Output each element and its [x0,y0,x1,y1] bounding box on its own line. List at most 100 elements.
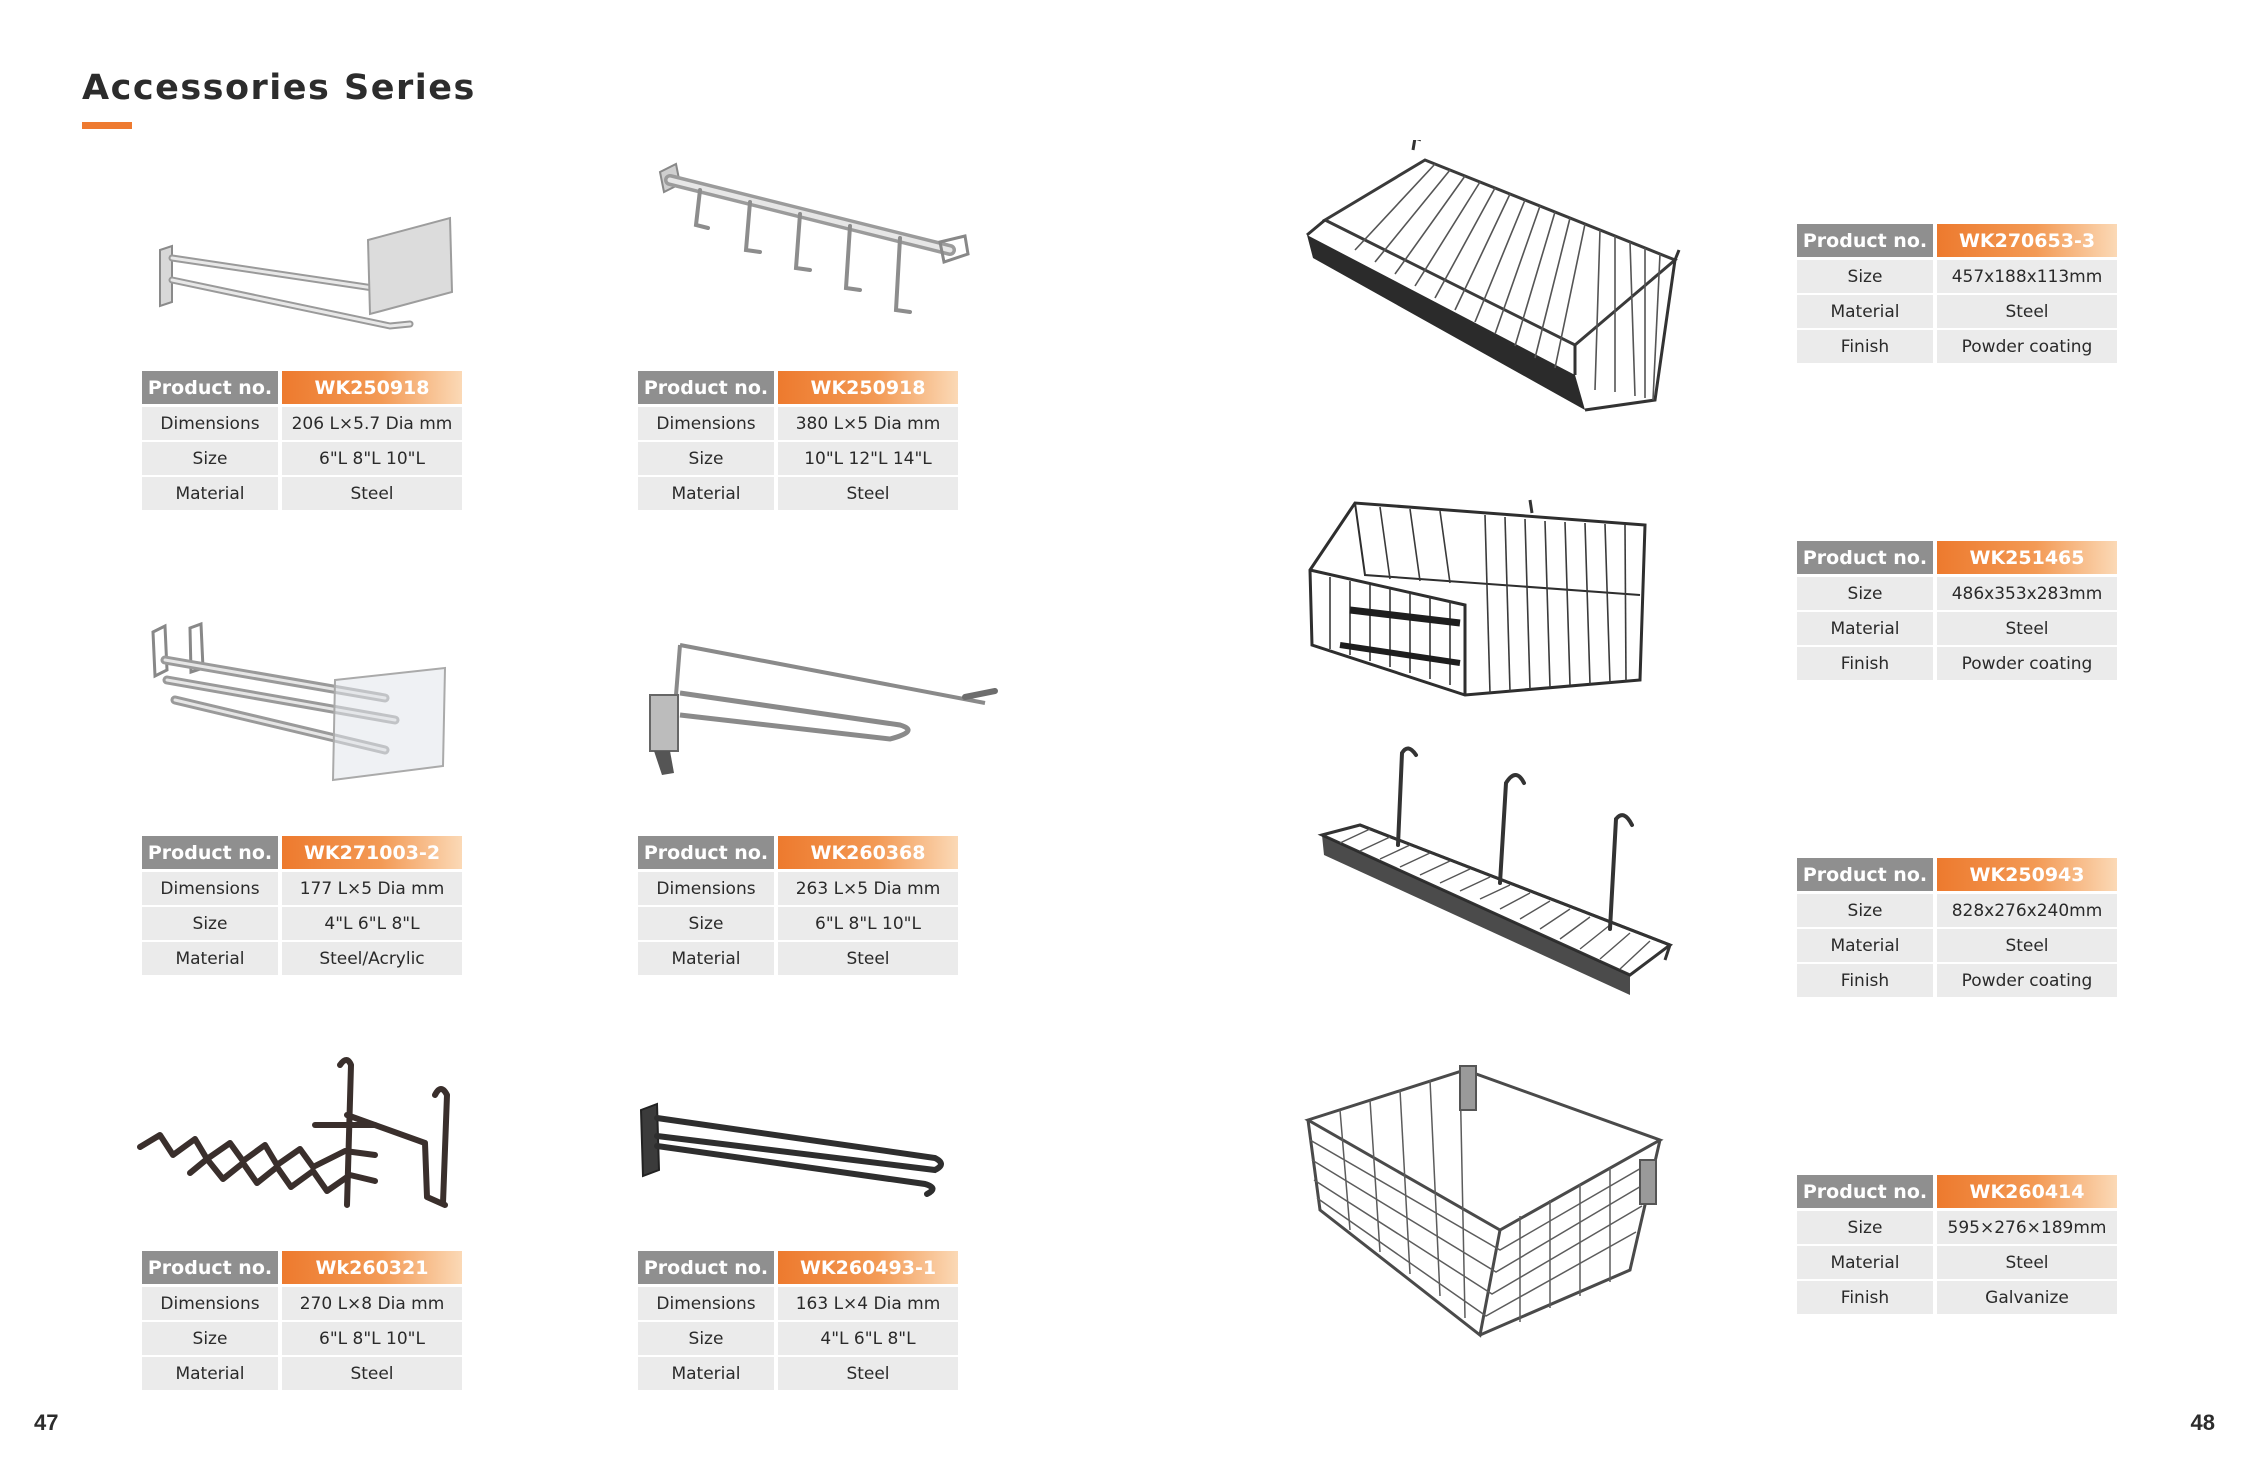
spec-label: Size [142,442,278,475]
spec-label: Size [1797,577,1933,610]
spec-label: Dimensions [638,872,774,905]
product-number: WK250918 [282,371,462,404]
spec-label: Product no. [142,836,278,869]
spec-header-row: Product no.WK250918 [142,371,462,404]
spec-value: 380 L×5 Dia mm [778,407,958,440]
product-image-1 [658,162,970,314]
spec-value: Steel [1937,1246,2117,1279]
spec-value: Galvanize [1937,1281,2117,1314]
product-number: WK260493-1 [778,1251,958,1284]
spec-value: 177 L×5 Dia mm [282,872,462,905]
spec-label: Product no. [638,1251,774,1284]
spec-value: 486x353x283mm [1937,577,2117,610]
spec-value: Steel/Acrylic [282,942,462,975]
spec-label: Size [142,907,278,940]
spec-value: Powder coating [1937,647,2117,680]
spec-value: 263 L×5 Dia mm [778,872,958,905]
spec-header-row: Product no.WK260493-1 [638,1251,958,1284]
product-image-8 [1317,746,1674,995]
title-accent-bar [82,122,132,129]
spec-value: Steel [778,1357,958,1390]
product-image-4 [137,1057,450,1208]
spec-value: Steel [1937,295,2117,328]
product-image-9 [1304,1065,1664,1338]
spec-label: Dimensions [638,407,774,440]
spec-label: Finish [1797,964,1933,997]
spec-label: Size [142,1322,278,1355]
spec-label: Size [1797,894,1933,927]
spec-label: Product no. [142,371,278,404]
spec-value: 4"L 6"L 8"L [778,1322,958,1355]
spec-label: Material [142,477,278,510]
spec-label: Product no. [638,836,774,869]
spec-label: Size [1797,260,1933,293]
spec-label: Material [638,1357,774,1390]
spec-header-row: Product no.WK251465 [1797,541,2117,574]
spec-label: Dimensions [142,407,278,440]
spec-value: 270 L×8 Dia mm [282,1287,462,1320]
spec-label: Dimensions [142,1287,278,1320]
product-image-0 [159,216,454,330]
spec-label: Product no. [142,1251,278,1284]
product-number: WK250943 [1937,858,2117,891]
product-image-5 [639,1102,944,1197]
spec-value: 457x188x113mm [1937,260,2117,293]
page-number-left: 47 [34,1410,59,1435]
spec-label: Material [1797,612,1933,645]
spec-value: Steel [282,477,462,510]
spec-label: Product no. [1797,224,1933,257]
product-number: WK260368 [778,836,958,869]
spec-header-row: Product no.WK270653-3 [1797,224,2117,257]
spec-value: Steel [1937,929,2117,962]
spec-value: 163 L×4 Dia mm [778,1287,958,1320]
product-number: WK260414 [1937,1175,2117,1208]
spec-label: Product no. [1797,1175,1933,1208]
page-title: Accessories Series [82,68,476,108]
spec-label: Finish [1797,647,1933,680]
spec-header-row: Product no.WK250918 [638,371,958,404]
spec-label: Material [142,942,278,975]
spec-value: Steel [1937,612,2117,645]
product-image-3 [649,643,998,775]
product-image-6 [1306,140,1681,412]
spec-value: 206 L×5.7 Dia mm [282,407,462,440]
spec-label: Material [638,942,774,975]
product-image-2 [151,621,447,782]
spec-value: 828x276x240mm [1937,894,2117,927]
spec-label: Size [638,1322,774,1355]
